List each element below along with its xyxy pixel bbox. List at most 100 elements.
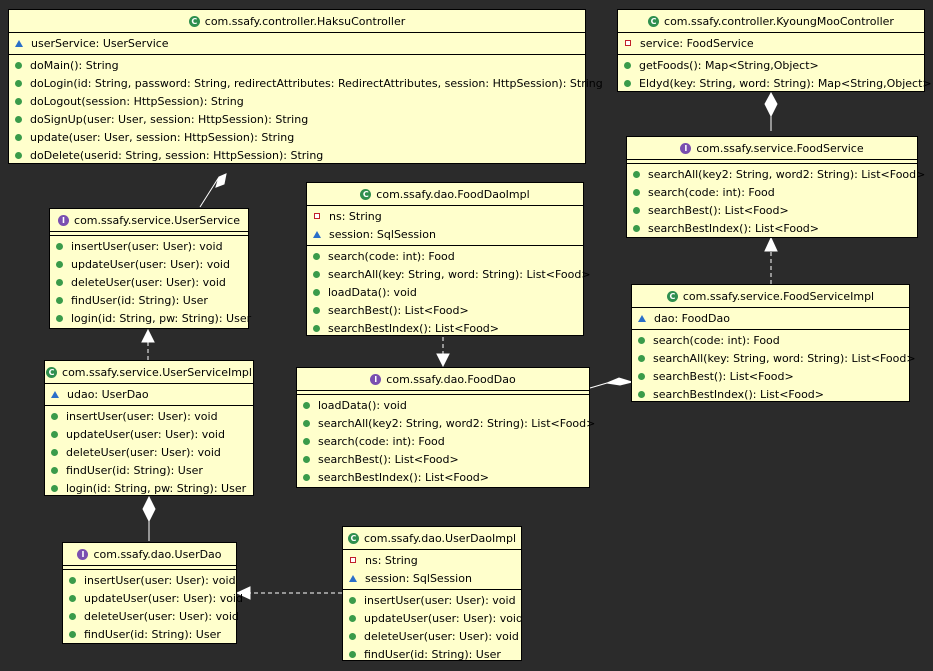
public-visibility-icon [633, 188, 640, 196]
method-row: findUser(id: String): User [63, 625, 236, 643]
public-visibility-icon [15, 115, 22, 123]
field-row: session: SqlSession [307, 225, 583, 243]
fields-section [50, 232, 248, 236]
realization-arrowhead-userdao [235, 586, 251, 600]
class-name: com.ssafy.dao.UserDaoImpl [363, 531, 517, 545]
field-row: userService: UserService [9, 34, 585, 52]
field-row: ns: String [307, 207, 583, 225]
package-visibility-icon [15, 39, 23, 47]
methods-section: loadData(): void searchAll(key2: String,… [297, 395, 595, 488]
fields-section: udao: UserDao [45, 384, 253, 406]
methods-section: insertUser(user: User): void updateUser(… [343, 590, 523, 665]
public-visibility-icon [313, 288, 320, 296]
public-visibility-icon [69, 576, 76, 584]
public-visibility-icon [51, 484, 58, 492]
method-row: search(code: int): Food [632, 331, 909, 349]
package-visibility-icon [313, 230, 321, 238]
interface-icon: I [77, 548, 89, 560]
public-visibility-icon [51, 466, 58, 474]
method-row: Eldyd(key: String, word: String): Map<St… [618, 74, 932, 92]
method-row: deleteUser(user: User): void [50, 273, 248, 291]
method-row: searchBestIndex(): List<Food> [297, 468, 589, 486]
interface-icon: I [370, 373, 382, 385]
public-visibility-icon [56, 278, 63, 286]
class-name: com.ssafy.controller.KyoungMooController [664, 14, 894, 28]
method-row: deleteUser(user: User): void [343, 627, 521, 645]
fields-section: userService: UserService [9, 33, 585, 55]
public-visibility-icon [633, 206, 640, 214]
public-visibility-icon [15, 133, 22, 141]
public-visibility-icon [303, 455, 310, 463]
public-visibility-icon [69, 630, 76, 638]
methods-section: search(code: int): Food searchAll(key: S… [307, 246, 591, 339]
class-name: com.ssafy.dao.UserDao [93, 547, 222, 561]
method-row: insertUser(user: User): void [63, 571, 236, 589]
public-visibility-icon [624, 61, 631, 69]
public-visibility-icon [349, 632, 356, 640]
method-row: search(code: int): Food [627, 183, 917, 201]
public-visibility-icon [56, 296, 63, 304]
public-visibility-icon [303, 437, 310, 445]
field-row: session: SqlSession [343, 569, 521, 587]
fields-section: ns: String session: SqlSession [307, 206, 583, 246]
public-visibility-icon [313, 306, 320, 314]
class-icon: C [648, 15, 660, 27]
class-icon: C [347, 532, 359, 544]
realization-arrowhead-foodservice [764, 236, 778, 252]
method-row: searchAll(key: String, word: String): Li… [307, 265, 591, 283]
method-row: findUser(id: String): User [50, 291, 248, 309]
public-visibility-icon [303, 401, 310, 409]
class-name: com.ssafy.service.UserService [74, 213, 240, 227]
field-row: ns: String [343, 551, 521, 569]
public-visibility-icon [69, 594, 76, 602]
class-name: com.ssafy.service.FoodServiceImpl [682, 289, 875, 303]
package-visibility-icon [349, 574, 357, 582]
method-row: findUser(id: String): User [45, 461, 253, 479]
method-row: insertUser(user: User): void [50, 237, 248, 255]
method-row: doLogout(session: HttpSession): String [9, 92, 585, 110]
aggregation-userserviceimpl-userdao [142, 495, 156, 541]
class-name: com.ssafy.service.FoodService [696, 141, 864, 155]
method-row: searchBest(): List<Food> [627, 201, 917, 219]
public-visibility-icon [349, 614, 356, 622]
public-visibility-icon [638, 390, 645, 398]
method-row: insertUser(user: User): void [45, 407, 253, 425]
fields-section: service: FoodService [618, 33, 924, 55]
method-row: login(id: String, pw: String): User [45, 479, 253, 497]
method-row: getFoods(): Map<String,Object> [618, 56, 924, 74]
public-visibility-icon [15, 151, 22, 159]
class-icon: C [360, 188, 372, 200]
interface-icon: I [58, 214, 70, 226]
class-icon: C [188, 15, 200, 27]
public-visibility-icon [303, 473, 310, 481]
fields-section: dao: FoodDao [632, 308, 909, 330]
method-row: searchAll(key2: String, word2: String): … [297, 414, 595, 432]
method-row: doMain(): String [9, 56, 585, 74]
public-visibility-icon [638, 336, 645, 344]
method-row: searchBest(): List<Food> [297, 450, 589, 468]
methods-section: search(code: int): Food searchAll(key: S… [632, 330, 916, 405]
aggregation-haksu-userservice [199, 173, 227, 208]
public-visibility-icon [15, 79, 22, 87]
method-row: update(user: User, session: HttpSession)… [9, 128, 585, 146]
method-row: loadData(): void [307, 283, 583, 301]
method-row: searchBestIndex(): List<Food> [627, 219, 917, 237]
method-row: deleteUser(user: User): void [63, 607, 239, 625]
